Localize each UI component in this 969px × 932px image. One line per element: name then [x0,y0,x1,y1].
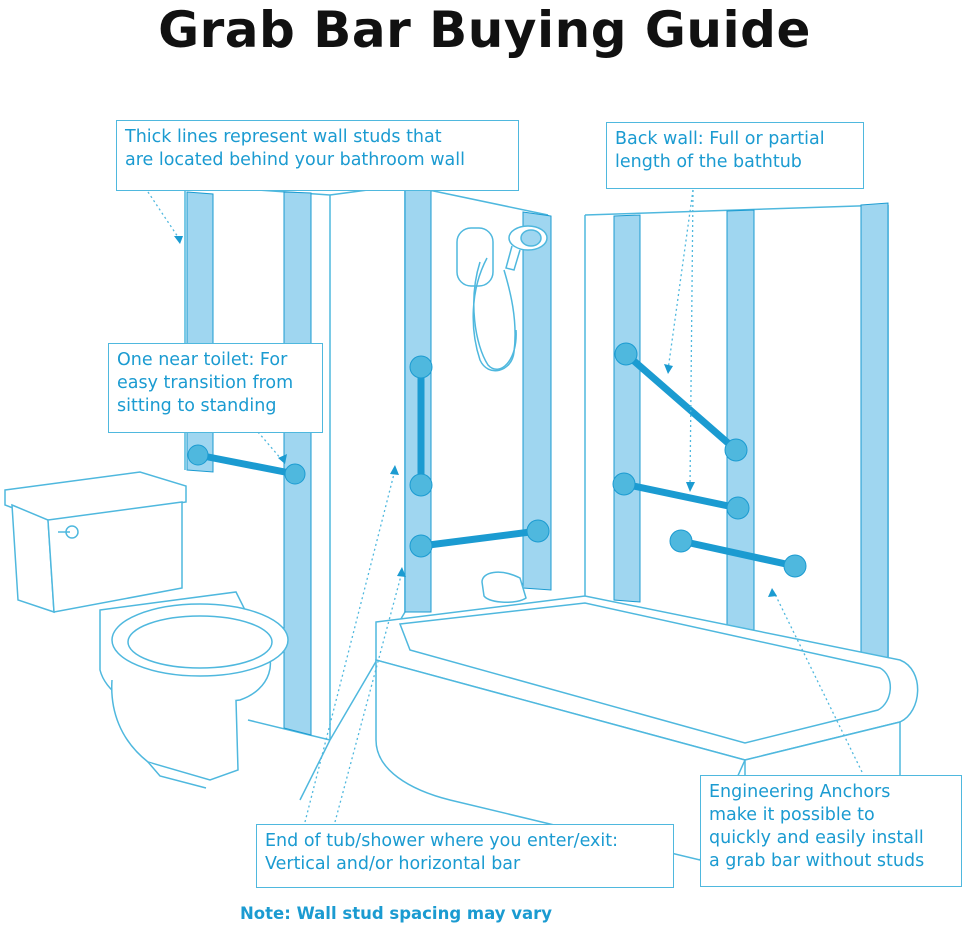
stud-spacing-note: Note: Wall stud spacing may vary [240,904,552,923]
stud-4 [522,211,552,591]
callout-wall-studs: Thick lines represent wall studs that ar… [116,120,519,191]
callout-line: Engineering Anchors [709,782,891,802]
callout-line: sitting to standing [117,396,277,416]
callout-line: Back wall: Full or partial [615,129,825,149]
callout-anchors: Engineering Anchors make it possible to … [700,775,962,887]
callout-toilet: One near toilet: For easy transition fro… [108,343,323,433]
callout-line: One near toilet: For [117,350,288,370]
callout-line: a grab bar without studs [709,851,925,871]
shower-head [456,225,548,372]
pointer-lines [147,189,863,823]
pointer-arrowheads [174,236,777,597]
callout-line: Vertical and/or horizontal bar [265,854,521,874]
callout-line: easy transition from [117,373,294,393]
stud-6 [726,209,755,631]
callout-end-of-tub: End of tub/shower where you enter/exit: … [256,824,674,888]
callout-line: Thick lines represent wall studs that [125,127,442,147]
callout-line: are located behind your bathroom wall [125,150,465,170]
callout-line: make it possible to [709,805,875,825]
toilet [4,471,289,789]
callout-back-wall: Back wall: Full or partial length of the… [606,122,864,189]
stud-7 [860,202,889,663]
stud-2 [283,191,312,736]
callout-line: quickly and easily install [709,828,924,848]
callout-line: length of the bathtub [615,152,802,172]
grab-bars [187,342,807,578]
page-title: Grab Bar Buying Guide [158,1,811,59]
stud-5 [613,214,641,603]
callout-line: End of tub/shower where you enter/exit: [265,831,618,851]
